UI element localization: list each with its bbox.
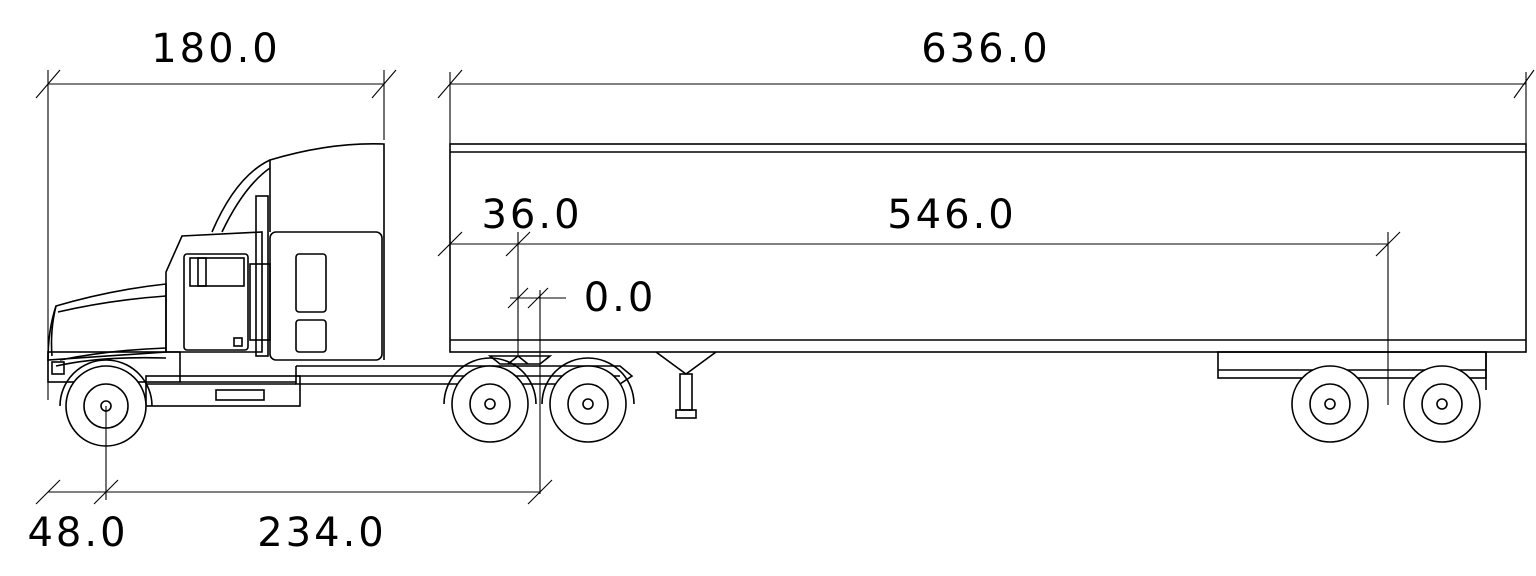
wheel-drive-front [443, 357, 537, 443]
wheel-trailer-front [1291, 365, 1369, 443]
dimension-cab-height: 180.0 [35, 26, 397, 400]
dimension-label-kingpin-to-axle: 546.0 [887, 192, 1017, 238]
dimension-wheelbase: 234.0 [257, 479, 553, 556]
wheel-trailer-rear [1403, 365, 1481, 443]
dimension-label-trailer-length: 636.0 [921, 26, 1051, 72]
dimension-fifth-wheel-offset: 0.0 [507, 275, 657, 494]
dimension-kingpin-setback: 36.0 [437, 192, 1388, 356]
dimension-label-wheelbase: 234.0 [257, 510, 387, 556]
dimension-kingpin-to-axle: 546.0 [887, 192, 1401, 405]
tractor [47, 143, 634, 407]
dimension-label-kingpin-setback: 36.0 [481, 192, 582, 238]
dimension-front-overhang: 48.0 [27, 406, 540, 556]
trailer-body [449, 143, 1527, 419]
dimension-label-cab-height: 180.0 [151, 26, 281, 72]
wheel-drive-rear [541, 357, 635, 443]
dimension-label-fifth-wheel-offset: 0.0 [584, 275, 657, 321]
dimension-label-front-overhang: 48.0 [27, 510, 128, 556]
dimension-trailer-length: 636.0 [437, 26, 1535, 144]
